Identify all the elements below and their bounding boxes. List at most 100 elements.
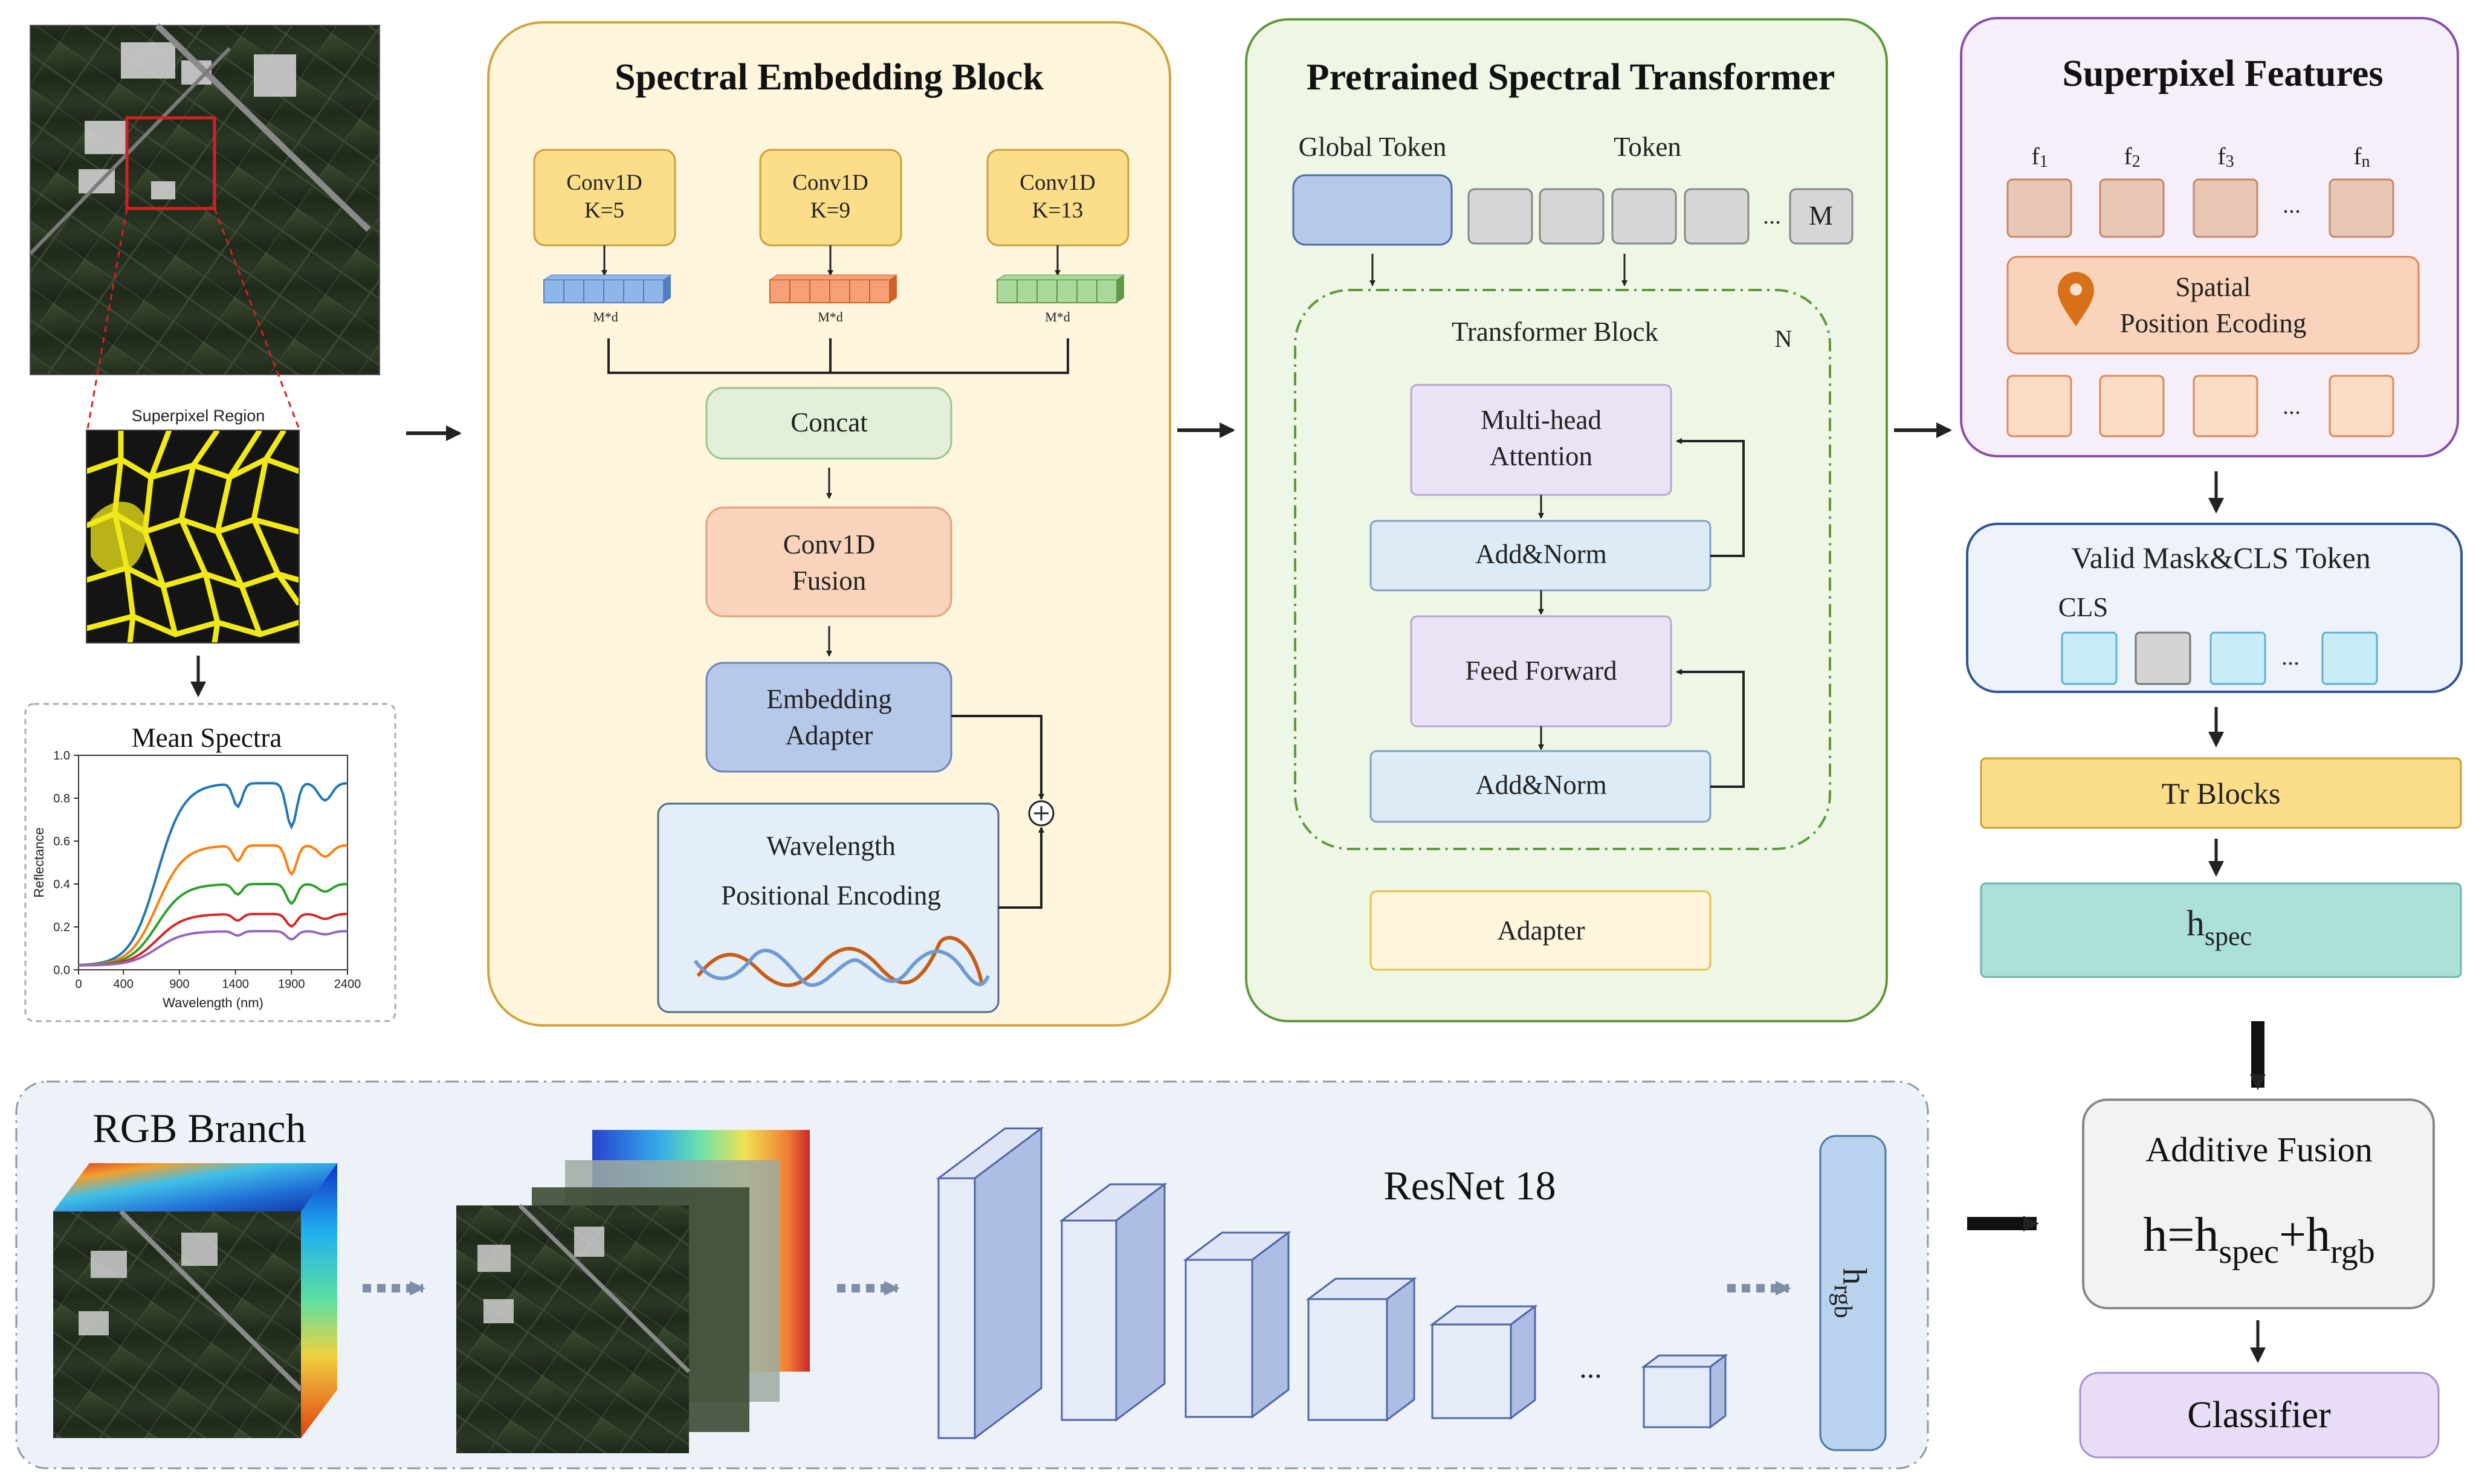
add-norm-box-1: Add&Norm — [1369, 520, 1712, 592]
additive-fusion-title: Additive Fusion — [2145, 1130, 2372, 1169]
resnet-block-front — [1061, 1219, 1117, 1421]
y-axis-label: Reflectance — [31, 827, 47, 897]
dim-label-1: M*d — [593, 309, 618, 324]
global-token-box — [1292, 174, 1453, 246]
resnet-blocks — [936, 1126, 1728, 1440]
resnet-block-side — [1251, 1231, 1290, 1419]
arrow-adapter-to-plus — [951, 715, 1044, 800]
svg-text:Wavelength: Wavelength — [766, 831, 896, 861]
concat-box: Concat — [705, 387, 952, 460]
transformer-title: Pretrained Spectral Transformer — [1307, 57, 1835, 98]
svg-text:Add&Norm: Add&Norm — [1475, 770, 1607, 800]
token-box — [1684, 188, 1750, 245]
strip-cell — [829, 279, 850, 303]
feature-boxes-row-2 — [2006, 375, 2394, 437]
x-tick-label: 0 — [75, 978, 82, 991]
svg-text:Multi-head: Multi-head — [1481, 405, 1602, 435]
strip-side — [890, 275, 897, 303]
svg-text:K=5: K=5 — [584, 198, 624, 223]
svg-text:Position Ecoding: Position Ecoding — [2120, 308, 2307, 338]
plot-frame — [78, 755, 348, 970]
strip-cell — [869, 279, 890, 303]
strip-cell — [643, 279, 664, 303]
classifier-box: Classifier — [2079, 1372, 2440, 1459]
svg-text:Adapter: Adapter — [786, 720, 873, 750]
y-tick-label: 0.0 — [53, 964, 70, 977]
svg-text:f3: f3 — [2217, 143, 2234, 171]
svg-text:M: M — [1809, 201, 1833, 231]
conv-arrows — [601, 245, 1061, 276]
svg-text:Attention: Attention — [1490, 441, 1592, 471]
svg-text:Adapter: Adapter — [1498, 915, 1585, 946]
resnet-block-front — [1431, 1323, 1512, 1419]
spectrum-line — [78, 844, 348, 967]
y-tick-label: 0.8 — [53, 792, 70, 805]
wave-blue — [693, 949, 990, 987]
transformer-block-title: Transformer Block — [1452, 317, 1659, 347]
satellite-road — [155, 23, 371, 232]
svg-text:K=9: K=9 — [810, 198, 850, 223]
strip-cell — [623, 279, 644, 303]
x-tick-label: 400 — [113, 978, 133, 991]
feature-labels: f1 f2 f3 fn — [2031, 143, 2370, 171]
x-axis-label: Wavelength (nm) — [163, 995, 263, 1010]
wave-orange — [696, 936, 984, 987]
n-label: N — [1775, 325, 1792, 352]
transformer-block-frame — [1294, 289, 1831, 850]
resnet-block-side — [1115, 1182, 1166, 1422]
token-m-box: M — [1789, 188, 1854, 245]
svg-text:f1: f1 — [2031, 143, 2048, 171]
svg-text:Classifier: Classifier — [2187, 1395, 2331, 1436]
rgb-branch-block: RGB Branch ResNet 18 ... — [15, 1080, 1929, 1469]
add-norm-box-2: Add&Norm — [1369, 750, 1712, 823]
strip-cell — [997, 279, 1018, 303]
conv-branch-1: Conv1D K=5 — [533, 149, 676, 247]
dim-label-3: M*d — [1045, 309, 1070, 324]
pretrained-transformer-block: Pretrained Spectral Transformer Global T… — [1245, 18, 1888, 1022]
resnet-title: ResNet 18 — [1383, 1163, 1556, 1208]
rgb-branch-title: RGB Branch — [92, 1105, 306, 1151]
superpixel-region-label: Superpixel Region — [132, 407, 265, 425]
embedding-adapter-box: Embedding Adapter — [705, 662, 952, 773]
svg-text:Conv1D: Conv1D — [792, 170, 868, 195]
feature-box — [2193, 375, 2258, 437]
cls-token-box — [2135, 631, 2191, 685]
hyperspectral-cube — [53, 1163, 337, 1438]
cls-token-box — [2209, 631, 2266, 685]
zoom-line-left — [86, 208, 128, 430]
y-tick-label: 1.0 — [53, 749, 70, 763]
dim-label-2: M*d — [818, 309, 843, 324]
x-tick-label: 1400 — [222, 978, 249, 991]
feed-forward-box: Feed Forward — [1410, 615, 1672, 727]
strip-cell — [1017, 279, 1038, 303]
mean-spectra-card — [24, 703, 396, 1022]
svg-text:Embedding: Embedding — [766, 684, 891, 714]
token-strips — [543, 274, 1125, 303]
feature-box — [2006, 375, 2072, 437]
strip-cell — [1056, 279, 1078, 303]
resnet-block-front — [937, 1177, 976, 1439]
feature-box — [2006, 178, 2072, 238]
spectrum-line — [78, 912, 348, 967]
valid-mask-title: Valid Mask&CLS Token — [2071, 541, 2371, 575]
feature-box — [2099, 375, 2165, 437]
svg-text:Fusion: Fusion — [792, 566, 867, 596]
svg-text:Positional Encoding: Positional Encoding — [721, 880, 941, 911]
y-tick-label: 0.4 — [53, 878, 70, 891]
token-label: Token — [1614, 132, 1681, 162]
fusion-equation: h=hspec+hrgb — [2143, 1208, 2374, 1271]
resnet-block-side — [1510, 1305, 1536, 1420]
x-tick-label: 1900 — [278, 978, 305, 991]
svg-text:Conv1D: Conv1D — [1020, 170, 1095, 195]
feature-boxes-row-1 — [2006, 178, 2394, 238]
zoom-region-box — [125, 116, 216, 210]
conv-branch-2: Conv1D K=9 — [759, 149, 902, 247]
svg-text:Feed Forward: Feed Forward — [1465, 656, 1617, 686]
svg-text:Tr Blocks: Tr Blocks — [2162, 776, 2281, 810]
resnet-ellipsis: ... — [1579, 1350, 1602, 1384]
y-tick-label: 0.2 — [53, 921, 70, 934]
strip-top — [543, 274, 672, 280]
spectrum-line — [79, 930, 348, 967]
strip-cell — [583, 279, 604, 303]
